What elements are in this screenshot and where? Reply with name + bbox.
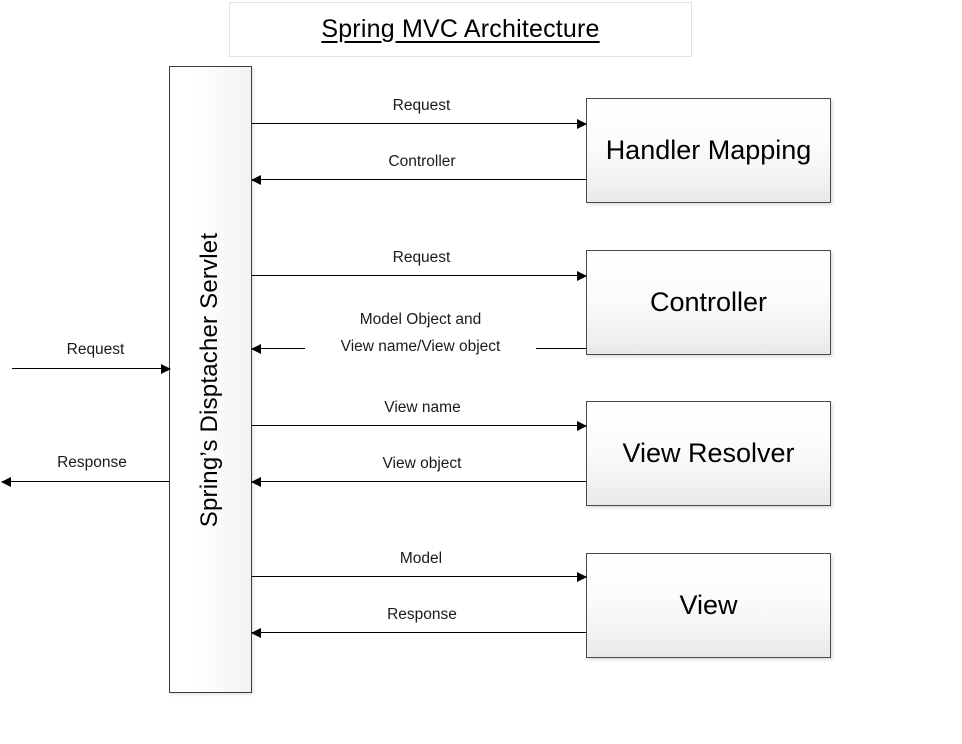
view-model-label: Model [372, 550, 470, 569]
dispatcher-servlet-box: Spring’s Disptacher Servlet [169, 66, 252, 693]
dispatcher-servlet-label: Spring’s Disptacher Servlet [196, 232, 224, 527]
view-box: View [586, 553, 831, 658]
view-resolver-label: View Resolver [622, 438, 795, 468]
view-name-label: View name [362, 399, 483, 418]
controller-request-arrow [252, 270, 587, 281]
page-title: Spring MVC Architecture [321, 15, 600, 43]
handler-request-label: Request [366, 97, 477, 116]
view-resolver-box: View Resolver [586, 401, 831, 506]
external-response-arrow [1, 476, 170, 487]
view-model-arrow [252, 571, 587, 582]
controller-model-label-line2: View name/View object [305, 337, 536, 358]
external-request-label: Request [40, 341, 151, 360]
handler-mapping-label: Handler Mapping [605, 135, 812, 165]
handler-controller-arrow [251, 174, 586, 185]
handler-controller-label: Controller [360, 153, 484, 172]
handler-request-arrow [252, 118, 587, 129]
view-name-arrow [252, 420, 587, 431]
controller-model-label-line1: Model Object and [305, 310, 536, 331]
diagram-title-box: Spring MVC Architecture [229, 2, 692, 57]
external-request-arrow [12, 363, 171, 374]
handler-mapping-box: Handler Mapping [586, 98, 831, 203]
view-object-arrow [251, 476, 586, 487]
view-response-label: Response [362, 606, 482, 625]
controller-request-label: Request [366, 249, 477, 268]
controller-box: Controller [586, 250, 831, 355]
controller-label: Controller [649, 287, 768, 317]
view-label: View [679, 590, 738, 620]
external-response-label: Response [33, 454, 151, 473]
view-object-label: View object [360, 455, 484, 474]
view-response-arrow [251, 627, 586, 638]
